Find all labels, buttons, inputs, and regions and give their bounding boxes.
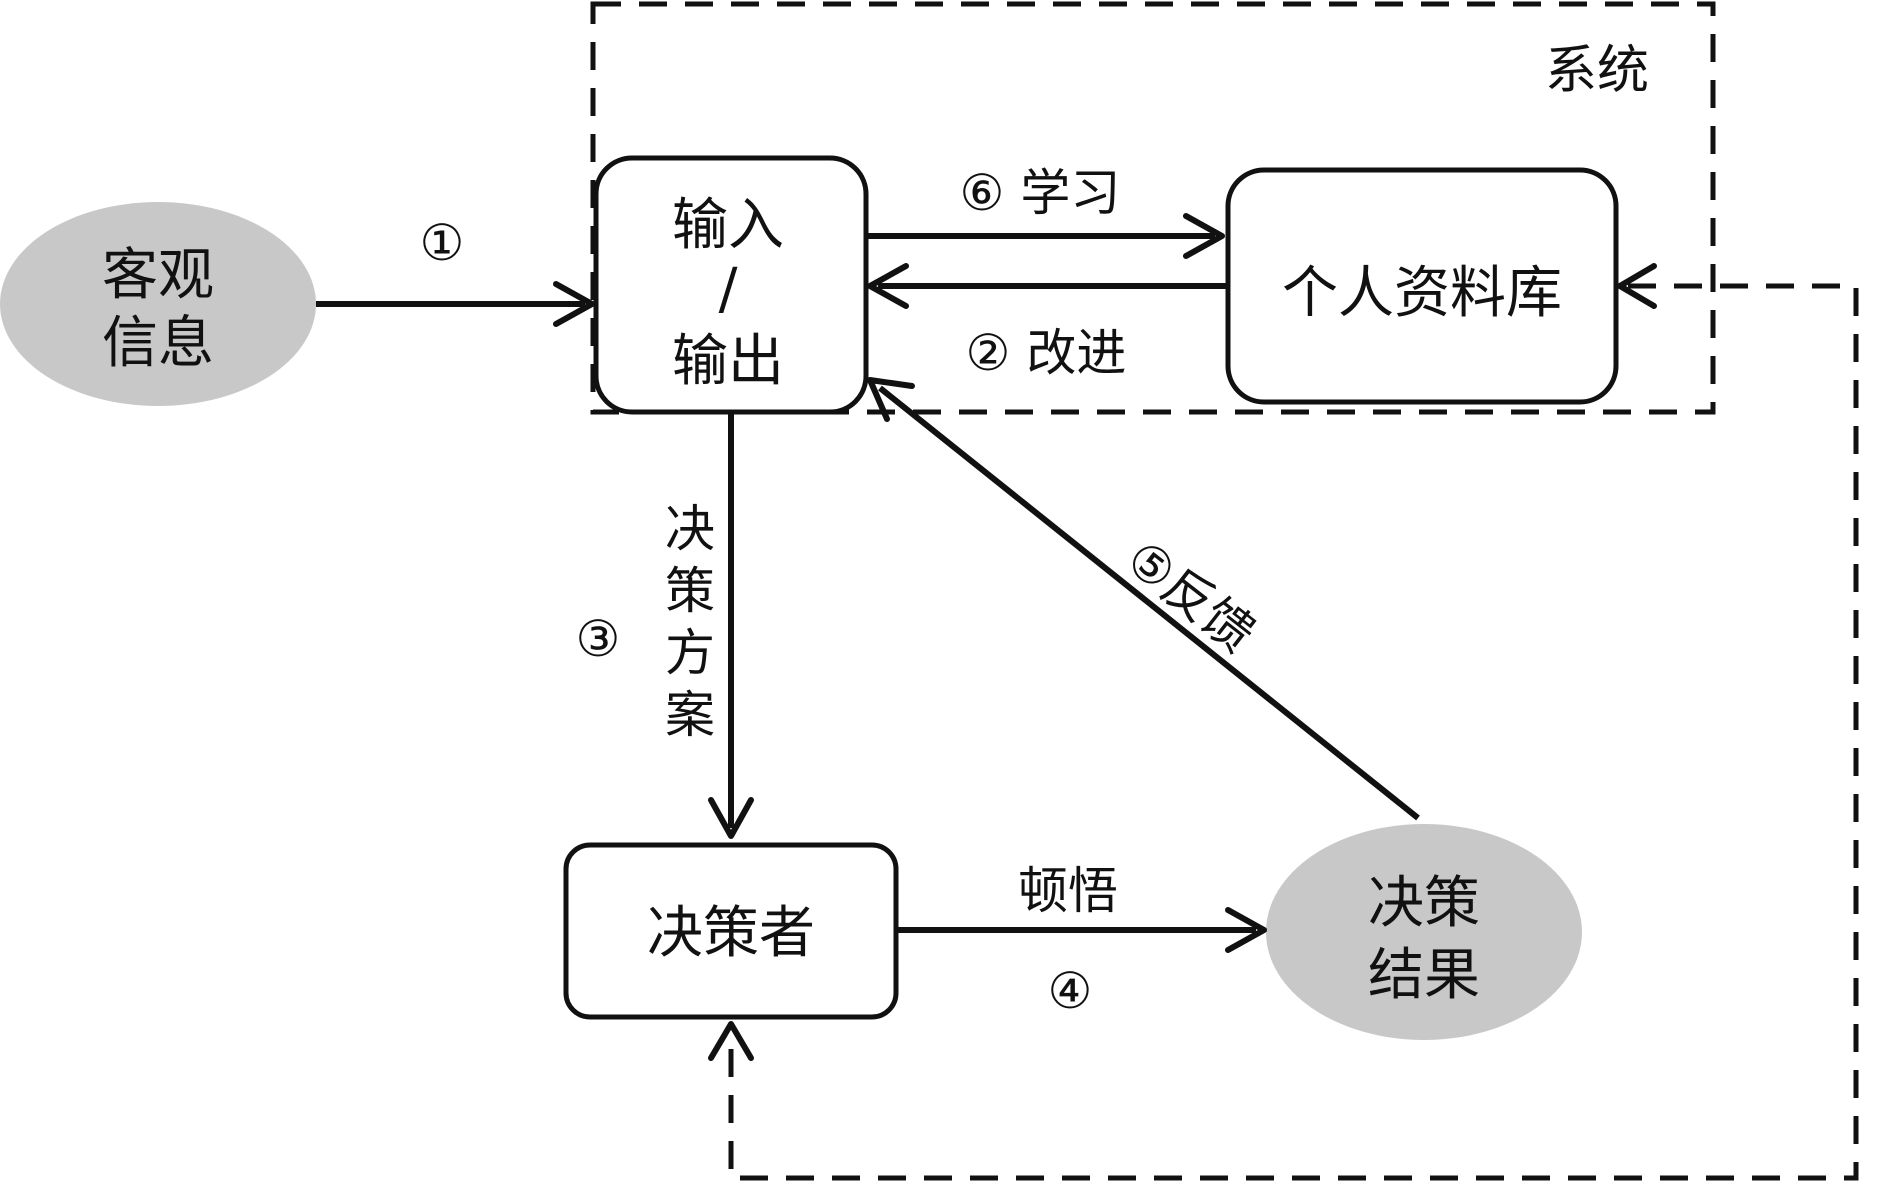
edge-step5-arrowhead xyxy=(867,377,915,422)
edge-step4-arrowhead xyxy=(1225,907,1267,953)
edge-step3-char-1: 决 xyxy=(665,500,715,558)
edge-step3-char-2: 策 xyxy=(665,562,715,620)
profile-db-label: 个人资料库 xyxy=(1282,261,1562,326)
system-boundary xyxy=(590,1,1716,415)
edge-step5-line xyxy=(878,385,1420,821)
edge-step2-label: ② 改进 xyxy=(966,324,1127,382)
decision-maker-label: 决策者 xyxy=(647,901,815,966)
edge-step4-number: ④ xyxy=(1048,962,1093,1020)
io-box-label-line1: 输入 xyxy=(672,193,784,258)
decision-result-label-line1: 决策 xyxy=(1368,871,1480,936)
objective-info-node xyxy=(0,202,316,406)
system-label: 系统 xyxy=(1545,41,1649,101)
feedback-loop-dashed-line xyxy=(728,283,1859,1181)
edge-step3-char-3: 方 xyxy=(665,624,715,682)
edge-step3-arrowhead xyxy=(708,797,754,839)
edge-step6-label: ⑥ 学习 xyxy=(960,164,1121,222)
objective-info-label-line1: 客观 xyxy=(102,243,214,308)
io-box-label-line3: 输出 xyxy=(672,329,784,394)
feedback-loop-arrowhead-decision-maker xyxy=(708,1021,754,1061)
edge-step3-char-4: 案 xyxy=(665,686,715,744)
objective-info-label-line2: 信息 xyxy=(102,311,214,376)
edge-step1-arrowhead xyxy=(553,281,595,327)
edge-step6-arrowhead xyxy=(1183,213,1225,259)
edge-step1-label: ① xyxy=(420,214,465,272)
edge-step3-number: ③ xyxy=(576,610,621,668)
edge-step4-label: 顿悟 xyxy=(1018,862,1118,920)
feedback-loop-arrowhead-profile xyxy=(1617,263,1657,309)
io-box-label-line2: / xyxy=(719,257,738,322)
decision-result-node xyxy=(1266,824,1582,1040)
decision-result-label-line2: 结果 xyxy=(1368,943,1480,1008)
edge-step2-arrowhead xyxy=(867,263,909,309)
